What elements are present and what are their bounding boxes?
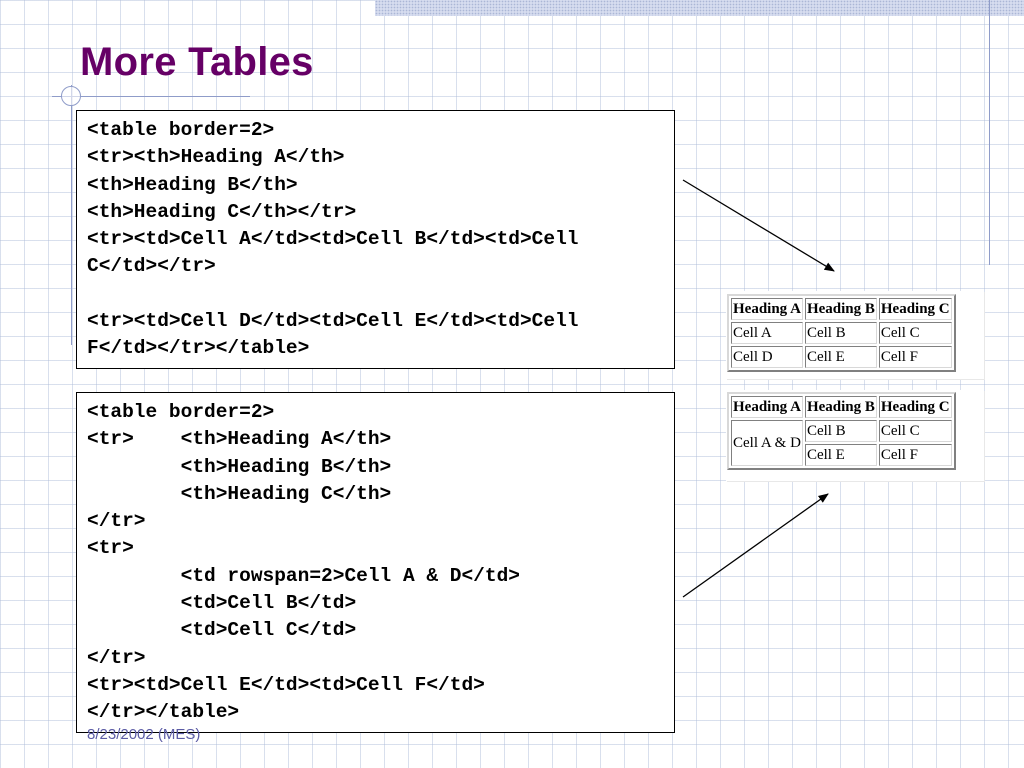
- code-line: <th>Heading C</th></tr>: [87, 200, 357, 223]
- code-line: </tr>: [87, 646, 146, 669]
- rendered-table-preview-1: Heading A Heading B Heading C Cell A Cel…: [726, 291, 984, 379]
- code-line: C</td></tr>: [87, 255, 216, 278]
- table-cell: Cell D: [731, 346, 803, 368]
- top-decorative-band: [375, 0, 1024, 16]
- code-line: <table border=2>: [87, 119, 275, 141]
- table-row: Cell A & D Cell B Cell C: [731, 420, 952, 466]
- code-line: <tr><th>Heading A</th>: [87, 146, 345, 169]
- code-line: <tr> <th>Heading A</th>: [87, 428, 392, 451]
- code-block-simple-table: <table border=2> <tr><th>Heading A</th> <t…: [76, 110, 675, 369]
- title-underline-rule: [52, 96, 250, 97]
- table-header-cell: Heading C: [878, 396, 952, 418]
- code-line: <th>Heading B</th>: [87, 173, 298, 196]
- table-cell: Cell C: [878, 322, 952, 344]
- table-header-row: Heading A Heading B Heading C: [731, 396, 952, 418]
- code-line: </tr></table>: [87, 701, 240, 724]
- code-line: [87, 281, 664, 308]
- table-header-cell: Heading A: [731, 298, 803, 320]
- code-line: <tr><td>Cell A</td><td>Cell B</td><td>Ce…: [87, 228, 579, 251]
- title-circle-ornament: [61, 86, 81, 106]
- rendered-table-2: Heading A Heading B Heading C Cell A & D…: [727, 392, 956, 470]
- code-line: <th>Heading C</th>: [87, 482, 392, 505]
- table-cell: Cell F: [878, 346, 952, 368]
- table-row: Cell D Cell E Cell F: [731, 346, 952, 368]
- rendered-table-preview-2: Heading A Heading B Heading C Cell A & D…: [726, 390, 984, 481]
- table-cell: Cell B: [804, 322, 877, 344]
- table-rowspan-cell: Cell A & D: [731, 420, 803, 466]
- code-line: <td>Cell C</td>: [87, 619, 357, 642]
- table-cell: Cell A: [731, 322, 803, 344]
- table-header-cell: Heading B: [804, 298, 877, 320]
- code-line: <td>Cell B</td>: [87, 592, 357, 615]
- code-line: <table border=2>: [87, 401, 275, 423]
- rendered-table-1: Heading A Heading B Heading C Cell A Cel…: [727, 294, 956, 372]
- slide-title: More Tables: [80, 40, 314, 84]
- code-line: <td rowspan=2>Cell A & D</td>: [87, 564, 520, 587]
- code-line: <th>Heading B</th>: [87, 455, 392, 478]
- table-cell: Cell C: [878, 420, 952, 442]
- table-header-cell: Heading B: [804, 396, 877, 418]
- table-row: Cell E Cell F: [731, 444, 952, 466]
- table-cell: Cell E: [804, 444, 877, 466]
- table-cell: Cell F: [878, 444, 952, 466]
- right-decorative-rule: [989, 0, 990, 265]
- code-line: F</td></tr></table>: [87, 337, 310, 360]
- code-line: </tr>: [87, 510, 146, 533]
- left-decorative-rule: [71, 85, 72, 345]
- slide-footer-date: 8/23/2002 (MES): [87, 726, 201, 743]
- code-line: <tr><td>Cell E</td><td>Cell F</td>: [87, 673, 485, 696]
- arrow-to-table-2: [682, 493, 829, 598]
- table-row: Cell A Cell B Cell C: [731, 322, 952, 344]
- code-line: <tr>: [87, 537, 134, 560]
- table-header-row: Heading A Heading B Heading C: [731, 298, 952, 320]
- arrow-to-table-1: [682, 179, 835, 272]
- table-header-cell: Heading C: [878, 298, 952, 320]
- code-block-rowspan-table: <table border=2><tr> <th>Heading A</th> …: [76, 392, 675, 733]
- table-header-cell: Heading A: [731, 396, 803, 418]
- table-cell: Cell B: [804, 420, 877, 442]
- table-cell: Cell E: [804, 346, 877, 368]
- code-line: <tr><td>Cell D</td><td>Cell E</td><td>Ce…: [87, 310, 579, 333]
